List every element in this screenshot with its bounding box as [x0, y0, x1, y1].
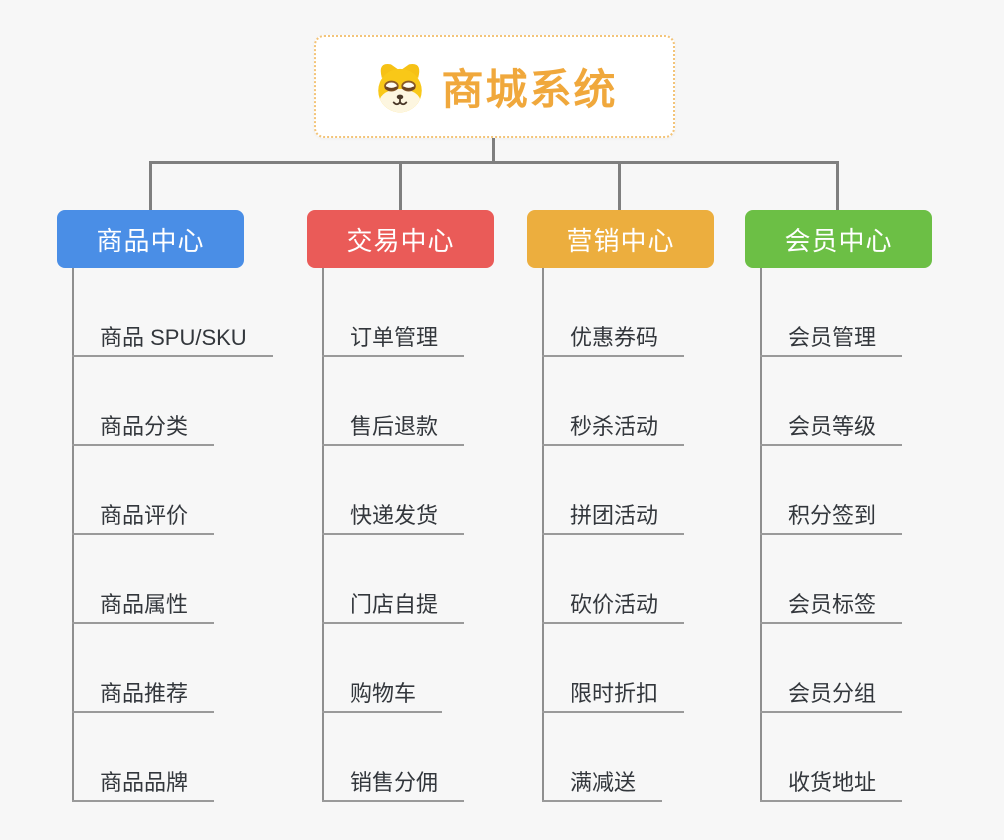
column-connector-line — [72, 268, 74, 802]
root-node[interactable]: 商城系统 — [314, 35, 675, 138]
leaf-node[interactable]: 商品 SPU/SKU — [72, 321, 273, 357]
leaf-node[interactable]: 会员标签 — [760, 588, 903, 624]
root-title: 商城系统 — [441, 66, 618, 113]
leaf-node[interactable]: 秒杀活动 — [542, 410, 685, 446]
drop-line-trade — [399, 161, 402, 210]
leaf-node[interactable]: 商品分类 — [72, 410, 215, 446]
leaf-node[interactable]: 满减送 — [542, 766, 663, 802]
root-stem-line — [492, 137, 495, 163]
shiba-dog-icon — [378, 63, 423, 112]
leaf-node[interactable]: 砍价活动 — [542, 588, 685, 624]
leaf-node[interactable]: 销售分佣 — [322, 766, 465, 802]
leaf-node[interactable]: 售后退款 — [322, 410, 465, 446]
branch-node-member[interactable]: 会员中心 — [745, 210, 932, 268]
branch-node-product[interactable]: 商品中心 — [57, 210, 244, 268]
leaf-node[interactable]: 限时折扣 — [542, 677, 685, 713]
drop-line-marketing — [618, 161, 621, 210]
column-connector-line — [760, 268, 762, 802]
leaf-node[interactable]: 商品品牌 — [72, 766, 215, 802]
drop-line-member — [836, 161, 839, 210]
column-connector-line — [322, 268, 324, 802]
branch-bus-line — [149, 161, 838, 164]
column-connector-line — [542, 268, 544, 802]
leaf-node[interactable]: 收货地址 — [760, 766, 903, 802]
leaf-node[interactable]: 门店自提 — [322, 588, 465, 624]
leaf-node[interactable]: 会员等级 — [760, 410, 903, 446]
branch-node-marketing[interactable]: 营销中心 — [527, 210, 714, 268]
leaf-node[interactable]: 快递发货 — [322, 499, 465, 535]
leaf-node[interactable]: 会员分组 — [760, 677, 903, 713]
drop-line-product — [149, 161, 152, 210]
leaf-node[interactable]: 订单管理 — [322, 321, 465, 357]
leaf-node[interactable]: 拼团活动 — [542, 499, 685, 535]
leaf-node[interactable]: 商品属性 — [72, 588, 215, 624]
leaf-node[interactable]: 优惠券码 — [542, 321, 685, 357]
leaf-node[interactable]: 购物车 — [322, 677, 443, 713]
leaf-node[interactable]: 积分签到 — [760, 499, 903, 535]
branch-node-trade[interactable]: 交易中心 — [307, 210, 494, 268]
leaf-node[interactable]: 商品推荐 — [72, 677, 215, 713]
leaf-node[interactable]: 会员管理 — [760, 321, 903, 357]
leaf-node[interactable]: 商品评价 — [72, 499, 215, 535]
